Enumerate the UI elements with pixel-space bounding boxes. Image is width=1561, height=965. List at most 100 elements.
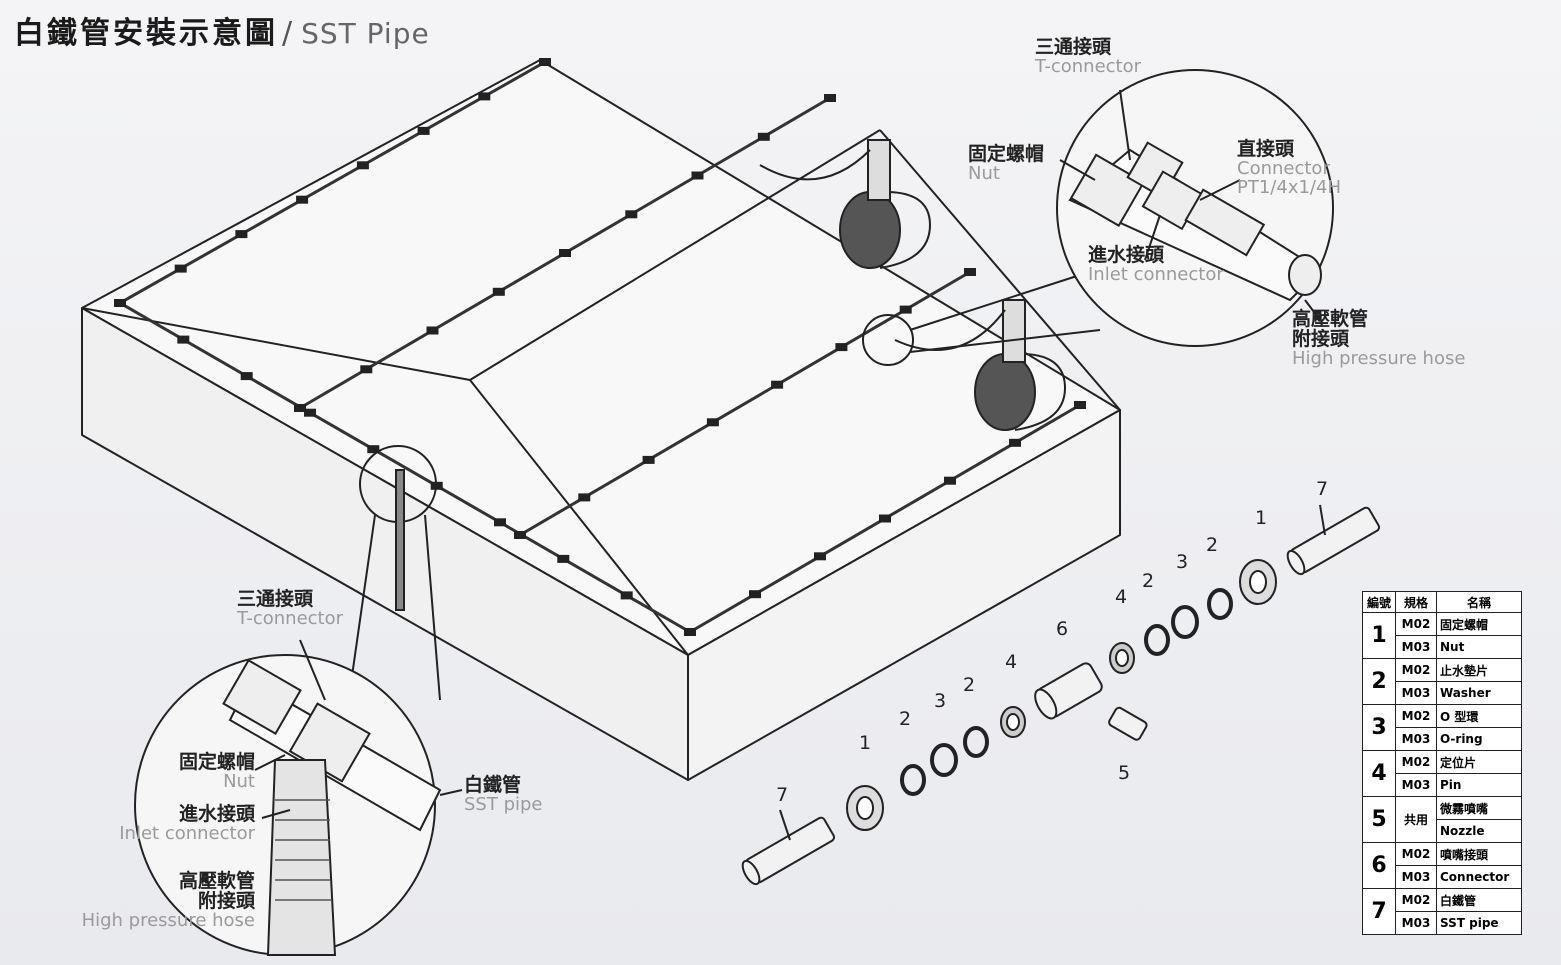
nozzle-fitting xyxy=(944,476,956,485)
part-number: 1 xyxy=(1255,507,1268,529)
part-name-zh: O 型環 xyxy=(1436,704,1522,728)
nozzle-fitting xyxy=(417,126,430,135)
part-no: 4 xyxy=(1362,750,1396,797)
exploded-parts xyxy=(741,504,1381,886)
part-no: 3 xyxy=(1362,704,1396,751)
part-spec: M03 xyxy=(1395,635,1437,659)
part-number: 2 xyxy=(1206,534,1219,556)
part-spec: M03 xyxy=(1395,911,1437,935)
part-no: 6 xyxy=(1362,842,1396,889)
nozzle-fitting xyxy=(835,343,848,352)
label-inlet-bottom: 進水接頭 Inlet connector xyxy=(119,803,255,844)
part-spec: M02 xyxy=(1395,750,1437,774)
part-number: 7 xyxy=(1316,478,1329,500)
nozzle-fitting xyxy=(620,591,633,600)
part-number: 6 xyxy=(1056,618,1069,640)
part-name-zh: 白鐵管 xyxy=(1436,888,1522,912)
part-number: 4 xyxy=(1005,651,1018,673)
nozzle-fitting xyxy=(691,171,704,180)
part-number: 2 xyxy=(899,708,912,730)
pump-middle xyxy=(894,299,1067,431)
nozzle-fitting xyxy=(757,132,770,141)
nozzle-fitting xyxy=(296,195,309,204)
nozzle-fitting xyxy=(557,554,570,563)
nozzle-fitting xyxy=(749,590,761,599)
nozzle-fitting xyxy=(304,408,316,417)
part-name-en: Nut xyxy=(1436,635,1522,659)
nozzle-fitting xyxy=(706,418,719,427)
parts-table-header: 編號 規格 名稱 xyxy=(1362,591,1522,613)
label-hose-bottom: 高壓軟管 附接頭 High pressure hose xyxy=(81,870,255,931)
part-name-en: Washer xyxy=(1436,681,1522,705)
nozzle-fitting xyxy=(642,455,655,464)
label-nut-bottom: 固定螺帽 Nut xyxy=(178,751,255,792)
nozzle-fitting xyxy=(771,380,784,389)
title-zh: 白鐵管安裝示意圖 xyxy=(14,16,278,51)
part-name-en: O-ring xyxy=(1436,727,1522,751)
nozzle-fitting xyxy=(492,287,505,296)
part-number: 1 xyxy=(859,732,872,754)
title-en: SST Pipe xyxy=(301,17,430,50)
pump-top xyxy=(759,139,932,269)
part-number: 7 xyxy=(776,784,789,806)
nozzle-fitting xyxy=(294,404,306,412)
nozzle-fitting xyxy=(478,92,491,101)
detail-circle-small-top xyxy=(862,314,914,366)
header-name: 名稱 xyxy=(1436,591,1522,613)
label-t-connector-top: 三通接頭 T-connector xyxy=(1035,36,1142,77)
nozzle-fitting xyxy=(426,326,439,335)
part-name-en: Nozzle xyxy=(1436,819,1522,843)
nozzle-fitting xyxy=(1009,438,1021,447)
part-name-en: Pin xyxy=(1436,773,1522,797)
part-name-zh: 固定螺帽 xyxy=(1436,612,1522,636)
nozzle-fitting xyxy=(824,94,836,102)
part-number: 4 xyxy=(1115,586,1128,608)
part-spec: 共用 xyxy=(1395,796,1437,843)
part-no: 5 xyxy=(1362,796,1396,843)
page-title: 白鐵管安裝示意圖/SST Pipe xyxy=(14,8,430,52)
part-no: 7 xyxy=(1362,888,1396,935)
part-name-en: Connector xyxy=(1436,865,1522,889)
label-t-connector-bottom: 三通接頭 T-connector xyxy=(237,588,344,629)
title-separator: / xyxy=(282,16,296,51)
part-name-zh: 噴嘴接頭 xyxy=(1436,842,1522,866)
nozzle-fitting xyxy=(360,365,373,374)
nozzle-fitting xyxy=(174,264,187,273)
nozzle-fitting xyxy=(559,249,571,257)
nozzle-fitting xyxy=(578,493,591,502)
part-name-zh: 定位片 xyxy=(1436,750,1522,774)
part-spec: M02 xyxy=(1395,704,1437,728)
label-nut-top: 固定螺帽 Nut xyxy=(968,143,1045,184)
bottom-detail-assembly xyxy=(222,639,463,956)
nozzle-fitting xyxy=(1074,401,1086,409)
nozzle-fitting xyxy=(177,335,190,344)
nozzle-fitting xyxy=(356,161,369,170)
label-sst-pipe: 白鐵管 SST pipe xyxy=(464,774,543,815)
part-spec: M03 xyxy=(1395,773,1437,797)
nozzle-fitting xyxy=(814,552,826,561)
part-number: 2 xyxy=(1142,570,1155,592)
part-name-en: SST pipe xyxy=(1436,911,1522,935)
nozzle-fitting xyxy=(684,628,696,636)
nozzle-fitting xyxy=(367,445,380,454)
part-spec: M03 xyxy=(1395,681,1437,705)
top-detail-assembly xyxy=(1059,89,1322,321)
nozzle-fitting xyxy=(625,210,638,219)
label-hose-top: 高壓軟管 附接頭 High pressure hose xyxy=(1292,308,1466,369)
part-number: 3 xyxy=(1176,551,1189,573)
header-number: 編號 xyxy=(1362,591,1396,613)
nozzle-group xyxy=(114,58,1086,636)
nozzle-fitting xyxy=(879,514,891,523)
